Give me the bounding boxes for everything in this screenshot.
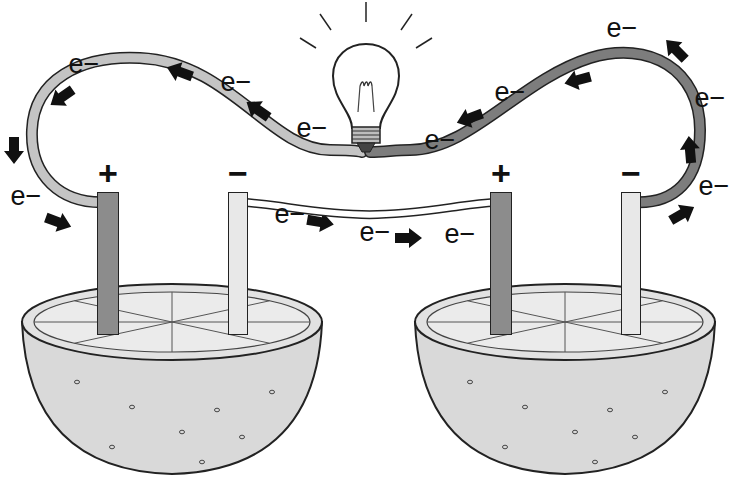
electrode-rod [97, 192, 119, 335]
polarity-sign: − [225, 156, 251, 190]
flow-arrow [163, 58, 195, 86]
flow-arrow [659, 33, 692, 66]
flow-arrow [666, 198, 699, 229]
electrode-rod [621, 192, 641, 335]
flow-arrow [241, 94, 275, 126]
electron-label: e− [297, 115, 328, 142]
electron-label: e− [360, 219, 391, 246]
flow-arrow [4, 137, 24, 164]
electron-label: e− [425, 127, 456, 154]
electron-label: e− [69, 51, 100, 78]
electrode: − [225, 156, 251, 335]
half-lemon [415, 284, 715, 474]
electrode-rod [228, 192, 248, 335]
polarity-sign: + [94, 156, 122, 190]
flow-arrow [395, 228, 422, 248]
flow-arrow [562, 67, 593, 93]
right-wire [370, 53, 700, 202]
electron-label: e− [495, 79, 526, 106]
electron-label: e− [699, 173, 730, 200]
electron-label: e− [221, 69, 252, 96]
left-wire [32, 58, 362, 202]
electrode-rod [490, 192, 512, 335]
electron-label: e− [695, 85, 726, 112]
electron-label: e− [607, 15, 638, 42]
polarity-sign: − [618, 156, 644, 190]
electrode: + [94, 156, 122, 335]
electron-label: e− [275, 201, 306, 228]
electrode: − [618, 156, 644, 335]
flow-arrow [679, 135, 701, 164]
half-lemon [22, 284, 322, 474]
polarity-sign: + [487, 156, 515, 190]
flow-arrow [42, 208, 74, 236]
flow-arrow [45, 81, 79, 113]
electron-label: e− [11, 183, 42, 210]
electron-label: e− [445, 221, 476, 248]
electrode: + [487, 156, 515, 335]
flow-arrow [453, 104, 485, 132]
